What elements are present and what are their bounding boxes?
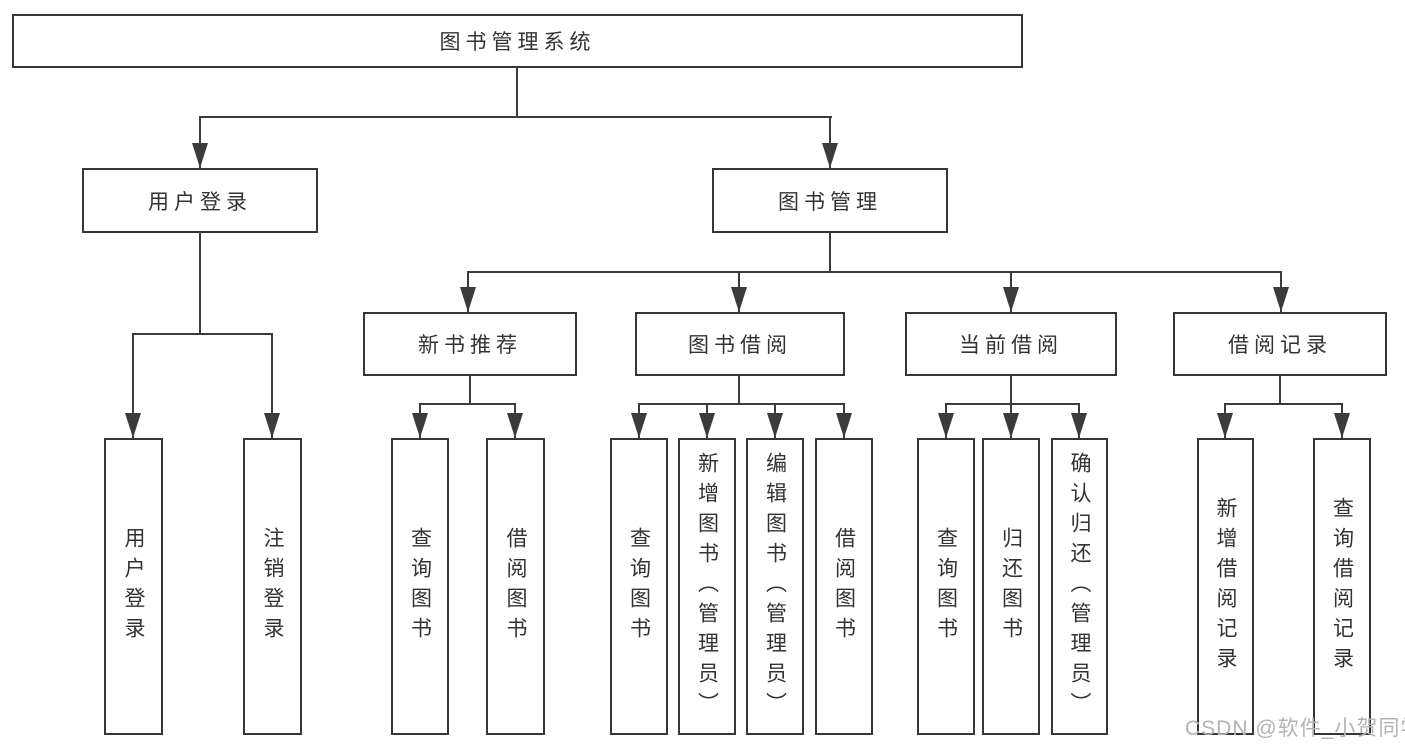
connector-currentborrow-stem <box>1010 376 1012 405</box>
node-borrow-record: 借阅记录 <box>1173 312 1387 376</box>
connector-bookborrow-branch <box>638 403 845 405</box>
leaf-label: 借阅图书 <box>504 526 527 647</box>
leaf-borrow-book-recommend: 借阅图书 <box>486 438 545 735</box>
leaf-return-book: 归还图书 <box>982 438 1040 735</box>
leaf-confirm-return-admin: 确认归还（管理员） <box>1051 438 1108 735</box>
arrow-down-icon <box>192 143 208 168</box>
connector-bookborrow-stem <box>738 376 740 405</box>
arrow-down-icon <box>731 287 747 312</box>
connector-newbook-branch <box>419 403 516 405</box>
leaf-label: 查询图书 <box>627 526 651 647</box>
node-borrow-record-label: 借阅记录 <box>1228 334 1332 357</box>
leaf-label: 查询借阅记录 <box>1330 496 1354 677</box>
connector-borrowrecord-branch <box>1224 403 1343 405</box>
leaf-label: 新增借阅记录 <box>1214 496 1237 677</box>
node-current-borrow: 当前借阅 <box>905 312 1117 376</box>
connector-userlogin-stem <box>199 233 201 335</box>
connector-root-stem <box>516 68 518 118</box>
connector-bookmgmt-stem <box>829 233 831 273</box>
arrow-down-icon <box>767 413 783 438</box>
node-book-management-label: 图书管理 <box>778 190 882 214</box>
node-root: 图书管理系统 <box>12 14 1023 68</box>
leaf-label: 查询图书 <box>934 526 958 647</box>
arrow-down-icon <box>125 413 141 438</box>
connector-level3-branch <box>467 271 1282 273</box>
watermark: CSDN @软件_小贺同学 <box>1185 717 1405 740</box>
arrow-down-icon <box>1071 413 1087 438</box>
connector-to-leaf-1 <box>132 333 134 438</box>
leaf-label: 归还图书 <box>999 526 1023 647</box>
leaf-query-book-current: 查询图书 <box>917 438 975 735</box>
leaf-query-book-borrow: 查询图书 <box>610 438 668 735</box>
arrow-down-icon <box>460 287 476 312</box>
leaf-add-book-admin: 新增图书（管理员） <box>678 438 736 735</box>
arrow-down-icon <box>264 413 280 438</box>
node-book-management: 图书管理 <box>712 168 948 233</box>
leaf-label: 确认归还（管理员） <box>1068 451 1091 722</box>
connector-level2-branch <box>199 116 832 118</box>
connector-borrowrecord-stem <box>1279 376 1281 405</box>
leaf-label: 编辑图书（管理员） <box>763 451 787 722</box>
node-new-book-recommend: 新书推荐 <box>363 312 577 376</box>
arrow-down-icon <box>699 413 715 438</box>
node-user-login-label: 用户登录 <box>148 190 252 214</box>
connector-newbook-stem <box>469 376 471 405</box>
arrow-down-icon <box>836 413 852 438</box>
node-book-borrow-label: 图书借阅 <box>688 334 792 357</box>
leaf-label: 借阅图书 <box>832 526 856 647</box>
leaf-borrow-book: 借阅图书 <box>815 438 873 735</box>
leaf-label: 用户登录 <box>122 526 145 647</box>
leaf-label: 注销登录 <box>261 526 284 647</box>
node-root-label: 图书管理系统 <box>439 31 596 54</box>
arrow-down-icon <box>1217 413 1233 438</box>
arrow-down-icon <box>507 413 523 438</box>
node-user-login: 用户登录 <box>82 168 318 233</box>
connector-to-user-login <box>199 116 201 168</box>
arrow-down-icon <box>1334 413 1350 438</box>
leaf-query-borrow-record: 查询借阅记录 <box>1313 438 1371 735</box>
connector-to-book-management <box>829 116 831 168</box>
arrow-down-icon <box>1273 287 1289 312</box>
leaf-logout: 注销登录 <box>243 438 302 735</box>
leaf-query-book-recommend: 查询图书 <box>391 438 449 735</box>
node-new-book-recommend-label: 新书推荐 <box>418 334 522 357</box>
arrow-down-icon <box>412 413 428 438</box>
leaf-edit-book-admin: 编辑图书（管理员） <box>746 438 804 735</box>
arrow-down-icon <box>631 413 647 438</box>
leaf-add-borrow-record: 新增借阅记录 <box>1197 438 1254 735</box>
leaf-user-login: 用户登录 <box>104 438 163 735</box>
node-book-borrow: 图书借阅 <box>635 312 845 376</box>
connector-to-leaf-2 <box>271 333 273 438</box>
arrow-down-icon <box>938 413 954 438</box>
leaf-label: 查询图书 <box>408 526 432 647</box>
arrow-down-icon <box>1003 413 1019 438</box>
arrow-down-icon <box>1003 287 1019 312</box>
connector-currentborrow-branch <box>945 403 1080 405</box>
connector-userlogin-branch <box>132 333 273 335</box>
node-current-borrow-label: 当前借阅 <box>959 334 1063 357</box>
arrow-down-icon <box>822 143 838 168</box>
leaf-label: 新增图书（管理员） <box>695 451 719 722</box>
